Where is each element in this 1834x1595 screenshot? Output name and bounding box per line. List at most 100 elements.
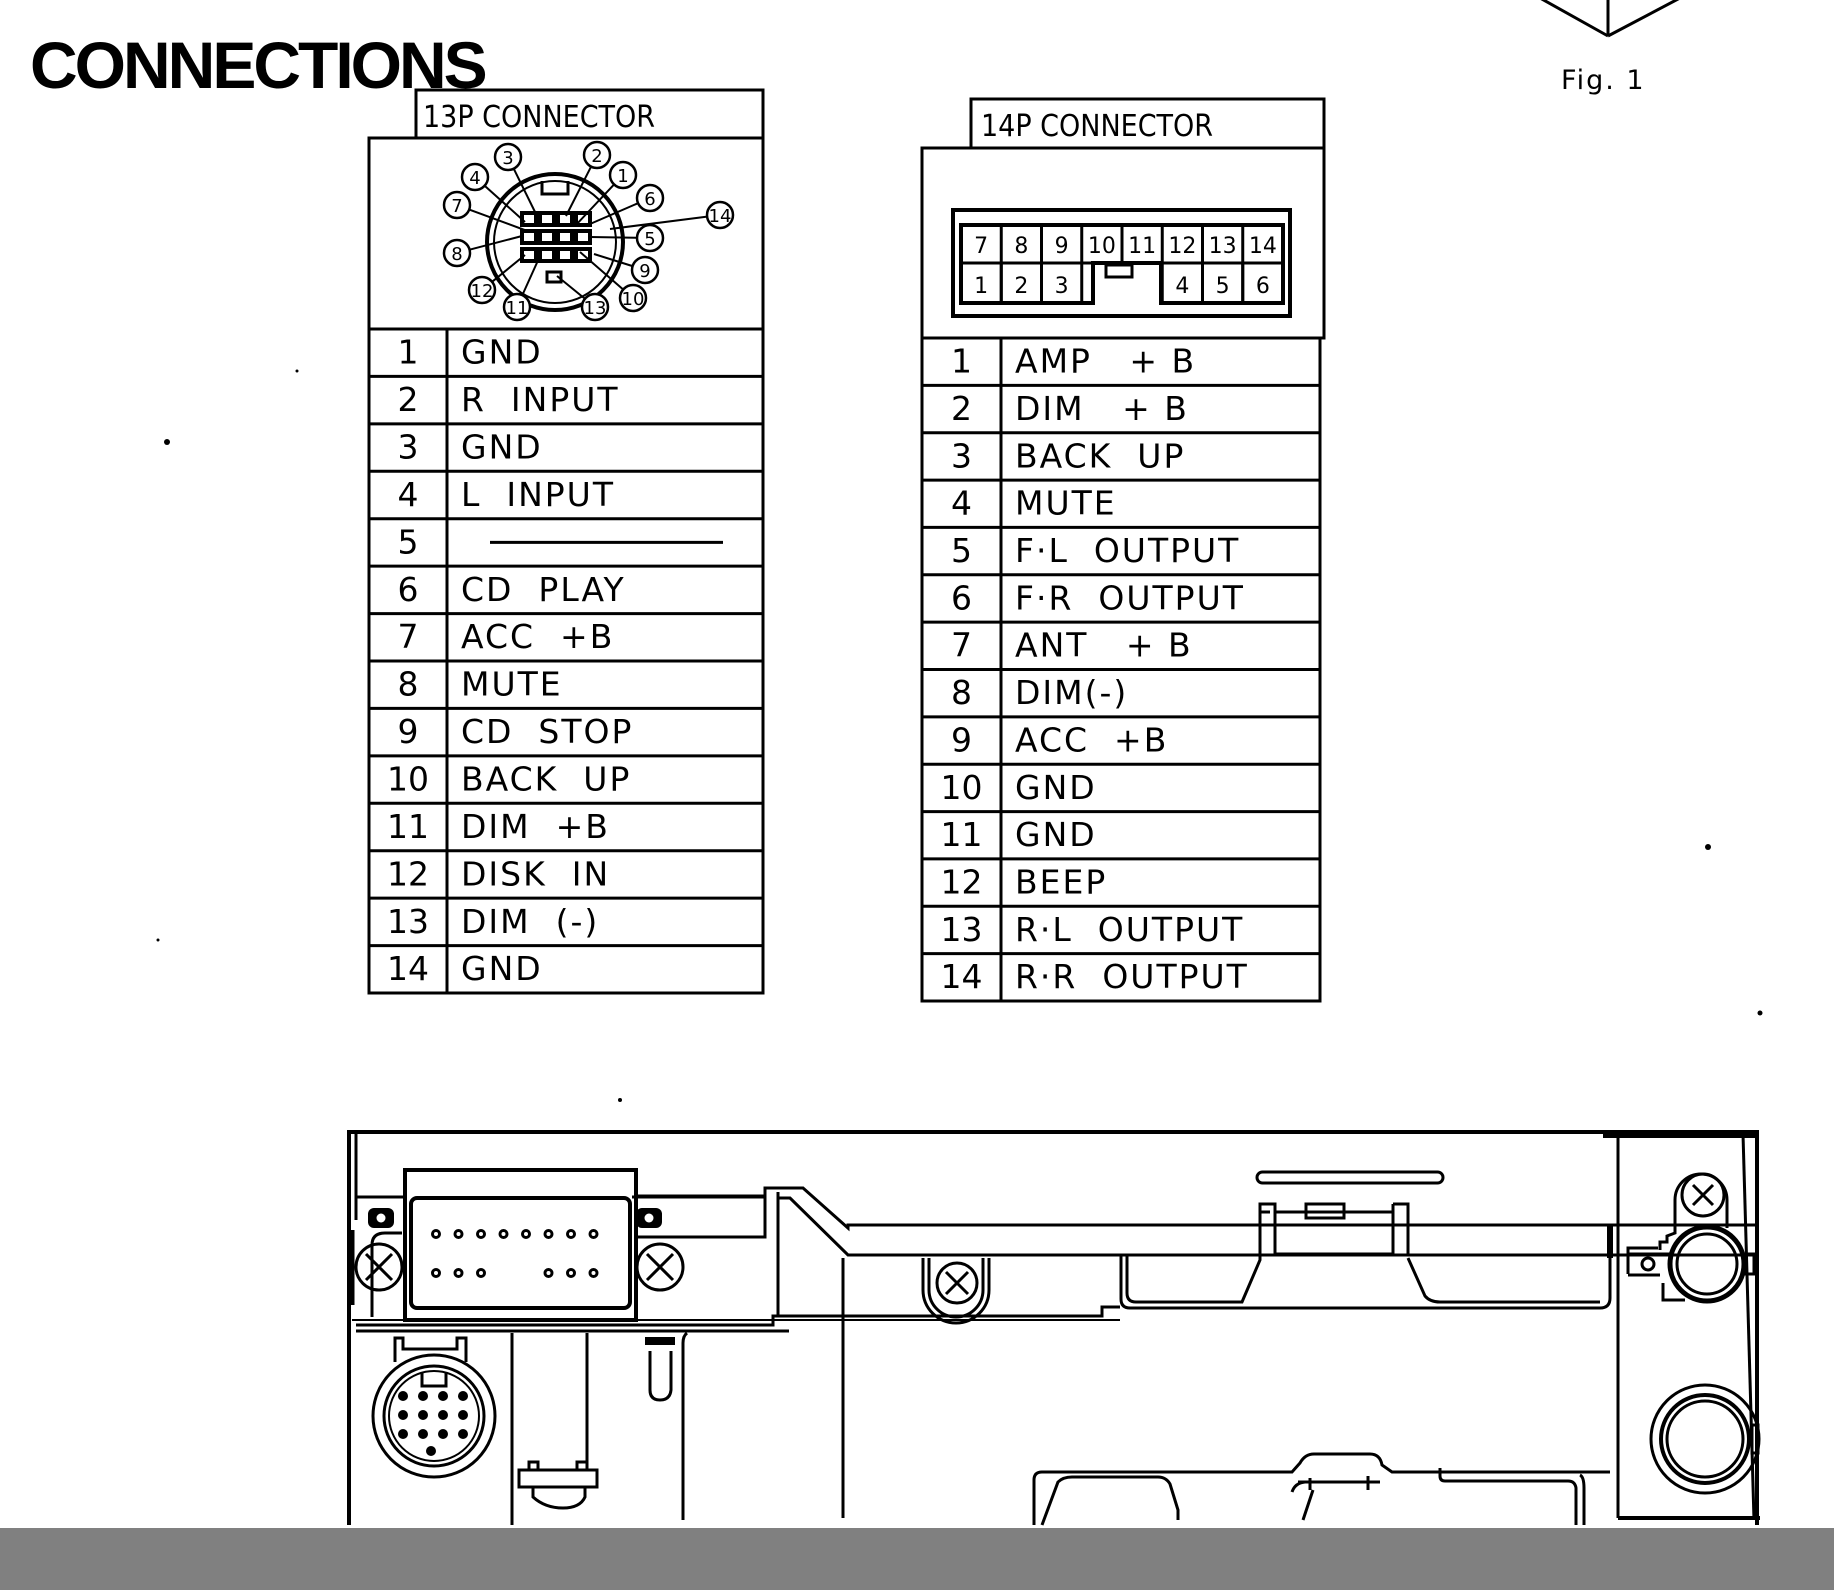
header-13p: 13P CONNECTOR: [423, 100, 655, 135]
pin-callout: 7: [442, 190, 472, 220]
pin-row: 1 AMP + B: [951, 342, 1196, 381]
pin-signal: DIM (-): [461, 902, 599, 941]
pin-signal: DIM +B: [461, 807, 610, 846]
pin-signal: ANT + B: [1015, 626, 1193, 665]
pin-callout: 8: [442, 238, 472, 268]
pin-row: 3 GND: [398, 427, 543, 466]
pin-signal: MUTE: [461, 665, 563, 704]
pin-callout: 9: [630, 255, 660, 285]
pin-row: 5: [398, 522, 723, 561]
pin-number: 7: [951, 626, 972, 665]
svg-text:9: 9: [639, 261, 650, 282]
pin-row: 8 DIM(-): [951, 673, 1128, 712]
plug-cell: 9: [1040, 225, 1069, 263]
pin-callout: 5: [635, 223, 665, 253]
figure-label: Fig. 1: [1561, 65, 1646, 96]
pin-number: 6: [398, 570, 419, 609]
pin-signal: BACK UP: [1015, 436, 1185, 475]
pin-row: 2 R INPUT: [398, 380, 620, 419]
pin-row: 5 F·L OUTPUT: [951, 531, 1240, 570]
pin-number: 3: [398, 427, 419, 466]
pin-row: 4 MUTE: [951, 484, 1117, 523]
pin-number: 5: [951, 531, 972, 570]
pin-number: 2: [951, 389, 972, 428]
pin-number: 10: [387, 759, 429, 798]
pin-number: 13: [387, 902, 429, 941]
page-title: CONNECTIONS: [30, 28, 486, 102]
pin-signal: L INPUT: [461, 475, 615, 514]
pin-number: 4: [951, 484, 972, 523]
svg-text:12: 12: [471, 281, 494, 302]
pin-row: 7 ACC +B: [398, 617, 614, 656]
pin-number: 2: [398, 380, 419, 419]
pin-number: 1: [951, 342, 972, 381]
pin-callout: 13: [580, 292, 610, 322]
pin-signal: R INPUT: [461, 380, 620, 419]
pin-number: 12: [941, 862, 983, 901]
pin-signal: DIM + B: [1015, 389, 1189, 428]
pin-signal: BEEP: [1015, 862, 1107, 901]
svg-text:9: 9: [1055, 234, 1069, 259]
pin-row: 10 BACK UP: [387, 759, 631, 798]
pin-signal: F·L OUTPUT: [1015, 531, 1240, 570]
pin-signal: ACC +B: [461, 617, 614, 656]
rear-plug-14p-icon: [403, 1168, 638, 1322]
screw-left-icon: [354, 1242, 404, 1292]
svg-text:2: 2: [1014, 274, 1028, 299]
pin-row: 4 L INPUT: [398, 475, 615, 514]
plug-cell: 3: [1040, 263, 1084, 303]
plug-cell: 8: [999, 225, 1028, 263]
svg-text:5: 5: [1216, 274, 1230, 299]
pin-signal: MUTE: [1015, 484, 1117, 523]
pin-callout: 3: [493, 142, 523, 172]
pin-number: 14: [941, 957, 983, 996]
svg-text:6: 6: [644, 189, 655, 210]
pin-callout: 14: [705, 200, 735, 230]
pin-callout: 1: [608, 160, 638, 190]
pin-signal: AMP + B: [1015, 342, 1196, 381]
pin-signal: DISK IN: [461, 854, 610, 893]
plug-cell: 7: [974, 234, 988, 259]
pin-number: 4: [398, 475, 419, 514]
svg-text:10: 10: [622, 289, 645, 310]
pin-number: 6: [951, 578, 972, 617]
pin-signal: R·L OUTPUT: [1015, 910, 1244, 949]
svg-text:13: 13: [1209, 234, 1237, 259]
pin-number: 11: [941, 815, 983, 854]
screw-top-right-icon: [1658, 1172, 1729, 1250]
svg-text:7: 7: [451, 196, 462, 217]
pin-signal: GND: [1015, 815, 1097, 854]
pin-number: 8: [398, 665, 419, 704]
pin-callout: 4: [460, 162, 490, 192]
pin-signal: CD PLAY: [461, 570, 626, 609]
pin-row: 13 DIM (-): [387, 902, 599, 941]
pin-signal: DIM(-): [1015, 673, 1128, 712]
pin-signal: GND: [461, 427, 543, 466]
pin-signal: BACK UP: [461, 759, 631, 798]
disc-slot-icon: [1255, 1170, 1445, 1185]
plug-cell: 14: [1241, 225, 1277, 263]
pin-number: 12: [387, 854, 429, 893]
pinout-box-13p: [367, 136, 765, 331]
plug-cell: 4: [1160, 263, 1204, 303]
scan-noise: [156, 369, 1763, 1102]
pin-number: 7: [398, 617, 419, 656]
plug-cell: 12: [1160, 225, 1196, 263]
pin-row: 12 BEEP: [941, 862, 1107, 901]
svg-text:14: 14: [1249, 234, 1277, 259]
pin-row: 6 CD PLAY: [398, 570, 626, 609]
svg-text:11: 11: [506, 298, 529, 319]
pin-number: 8: [951, 673, 972, 712]
pin-signal: F·R OUTPUT: [1015, 578, 1245, 617]
plug-cell: 11: [1120, 225, 1156, 263]
pin-signal: GND: [1015, 768, 1097, 807]
pin-row: 12 DISK IN: [387, 854, 610, 893]
